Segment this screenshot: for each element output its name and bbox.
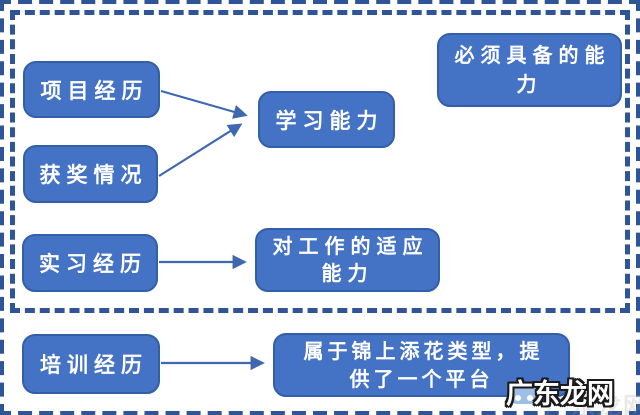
node-label: 实习经历 (39, 252, 147, 276)
node-label: 项目经历 (40, 78, 149, 103)
node-required-ability-heading: 必须具备的能 力 (437, 33, 622, 107)
node-internship-experience: 实习经历 (22, 234, 158, 292)
node-bonus-platform: 属于锦上添花类型，提 供了一个平台 (273, 333, 570, 397)
node-label: 属于锦上添花类型，提 供了一个平台 (303, 339, 544, 391)
node-project-experience: 项目经历 (23, 61, 160, 118)
node-work-adaptability: 对工作的适应 能力 (255, 228, 440, 292)
node-training-experience: 培训经历 (22, 334, 160, 394)
node-label: 对工作的适应 能力 (272, 234, 429, 285)
node-label: 获奖情况 (39, 163, 148, 187)
node-label: 必须具备的能 力 (454, 43, 611, 96)
node-learning-ability: 学习能力 (258, 91, 395, 148)
node-label: 学习能力 (275, 108, 384, 133)
edge-project-to-learning (160, 89, 248, 119)
edge-awards-to-learning (158, 123, 243, 177)
node-awards: 获奖情况 (23, 145, 158, 203)
node-label: 培训经历 (40, 353, 148, 377)
